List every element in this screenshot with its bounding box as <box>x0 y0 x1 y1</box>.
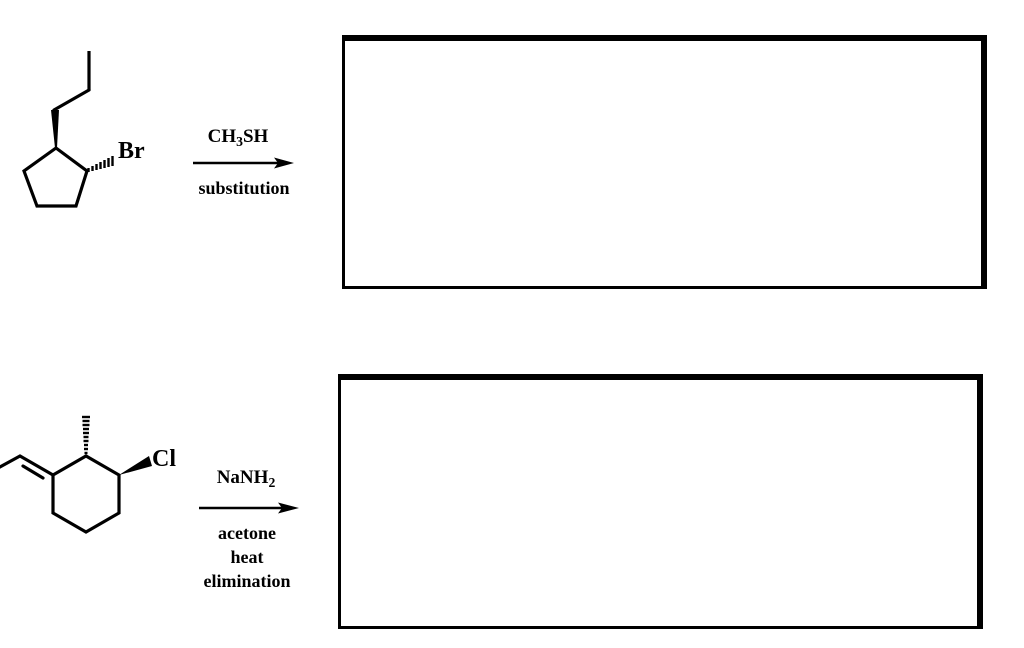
reagent-1-subscript: 3 <box>236 134 243 150</box>
answer-box-2[interactable] <box>338 374 983 629</box>
double-bond-inner <box>21 464 45 480</box>
substrate-2-structure <box>0 415 152 534</box>
reagent-1: CH3SH <box>198 126 278 150</box>
double-bond-outer <box>18 454 55 477</box>
chlorine-label: Cl <box>152 446 176 472</box>
reagent-1-suffix: SH <box>242 126 269 147</box>
condition-line: acetone <box>218 523 276 543</box>
reagent-2-prefix: NaNH <box>216 467 269 488</box>
reagent-2-subscript: 2 <box>268 475 276 491</box>
hash-bond-bromo <box>87 156 114 172</box>
condition-line: heat <box>230 547 264 567</box>
hash-bond-methyl <box>82 415 90 455</box>
bond <box>52 88 91 112</box>
reaction-arrow-1 <box>193 157 294 169</box>
bond <box>0 454 22 469</box>
condition-line: substitution <box>198 178 290 198</box>
bromine-label: Br <box>118 138 145 164</box>
condition-line: elimination <box>203 571 291 591</box>
reagent-1-prefix: CH <box>207 126 237 147</box>
cyclohexane-ring <box>51 454 121 534</box>
conditions-2: acetone heat elimination <box>186 521 308 593</box>
reaction-arrow-2 <box>199 502 299 514</box>
substrate-1-structure <box>22 51 114 208</box>
answer-box-1[interactable] <box>342 35 987 289</box>
wedge-bond-propyl <box>51 110 59 148</box>
wedge-bond-chloro <box>119 456 152 475</box>
conditions-1: substitution <box>183 176 305 200</box>
cyclopentane-ring <box>22 146 89 208</box>
reagent-2: NaNH2 <box>200 467 292 491</box>
